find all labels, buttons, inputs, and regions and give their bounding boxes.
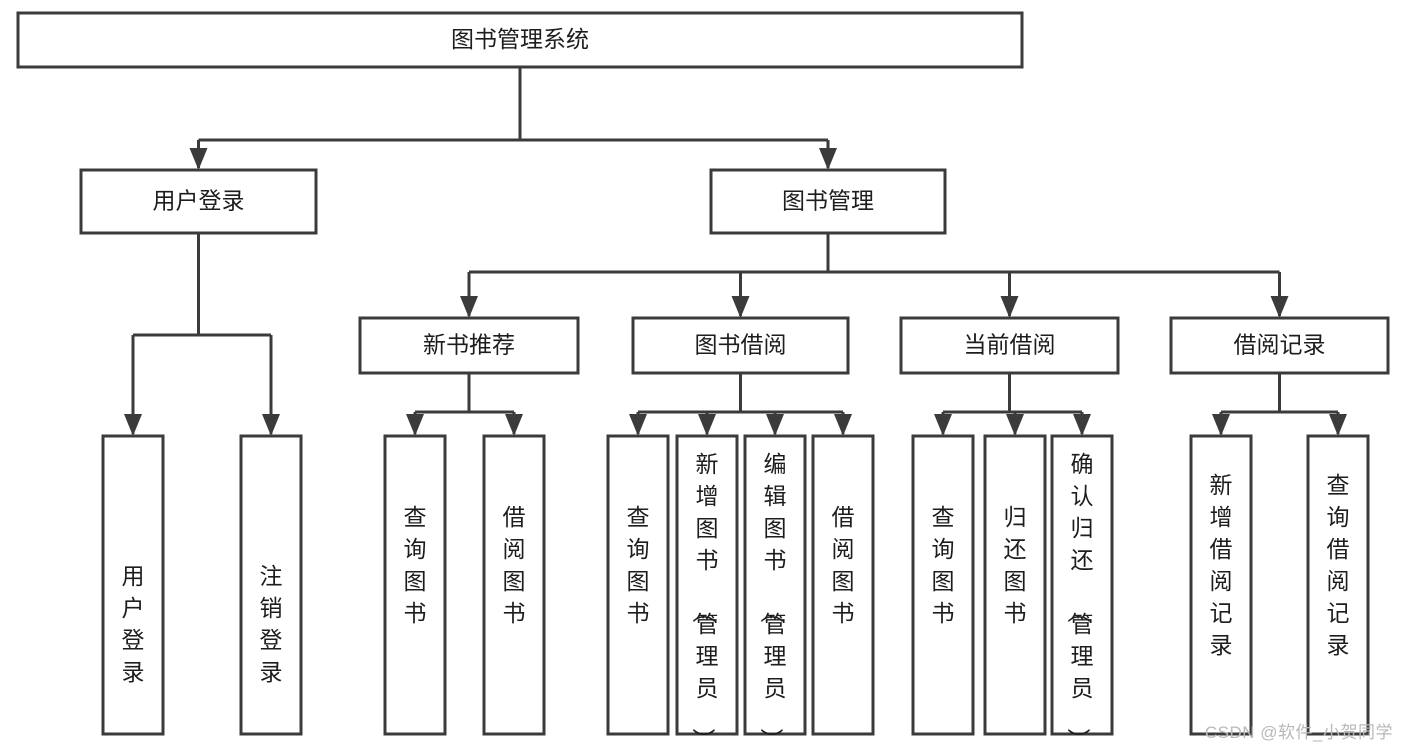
node-box [709, 168, 947, 235]
node-label: 用户登录 [153, 188, 245, 214]
connectors-layer [124, 67, 1347, 436]
node-label: 借阅记录 [1234, 332, 1326, 358]
node-box [239, 434, 303, 736]
node-box [606, 434, 670, 736]
node-box [1306, 434, 1370, 736]
arrow-head-icon [629, 414, 647, 436]
node-leaf-查询借阅记录[interactable]: 查询借阅记录 [1306, 434, 1370, 736]
node-label: 用户登录 [122, 563, 145, 685]
node-label: 新增借阅记录 [1210, 472, 1233, 658]
arrow-head-icon [1006, 414, 1024, 436]
node-label: 确认归还（管理员） [1066, 451, 1094, 747]
node-label: 当前借阅 [964, 332, 1056, 358]
node-leaf-借阅图书[interactable]: 借阅图书 [482, 434, 546, 736]
arrow-head-icon [766, 414, 784, 436]
node-box [911, 434, 975, 736]
node-box [1189, 434, 1253, 736]
node-label: 图书管理系统 [451, 26, 589, 52]
node-leaf-新增图书管理员[interactable]: 新增图书（管理员） [675, 434, 739, 747]
arrow-head-icon [406, 414, 424, 436]
arrow-head-icon [460, 296, 478, 318]
node-label: 借阅图书 [832, 504, 855, 626]
node-box [79, 168, 318, 235]
arrow-head-icon [1000, 296, 1019, 318]
node-box [983, 434, 1047, 736]
node-box [811, 434, 875, 736]
node-label: 编辑图书（管理员） [759, 451, 787, 747]
node-label: 归还图书 [1004, 504, 1027, 626]
node-box [358, 316, 580, 375]
nodes-layer: 图书管理系统用户登录图书管理新书推荐图书借阅当前借阅借阅记录用户登录注销登录查询… [16, 11, 1390, 747]
node-leaf-查询图书[interactable]: 查询图书 [911, 434, 975, 736]
node-box [1050, 434, 1114, 736]
arrow-head-icon [698, 414, 716, 436]
arrow-head-icon [934, 414, 952, 436]
node-box [101, 434, 165, 736]
arrow-head-icon [1073, 414, 1091, 436]
node-leaf-查询图书[interactable]: 查询图书 [383, 434, 447, 736]
node-l3-借阅记录[interactable]: 借阅记录 [1169, 316, 1390, 375]
node-leaf-用户登录[interactable]: 用户登录 [101, 434, 165, 736]
arrow-head-icon [262, 414, 280, 436]
node-leaf-确认归还管理员[interactable]: 确认归还（管理员） [1050, 434, 1114, 747]
node-label: 查询图书 [627, 504, 650, 626]
node-box [482, 434, 546, 736]
node-label: 查询图书 [932, 504, 955, 626]
node-box [1169, 316, 1390, 375]
node-leaf-查询图书[interactable]: 查询图书 [606, 434, 670, 736]
node-root-图书管理系统[interactable]: 图书管理系统 [16, 11, 1024, 69]
node-leaf-注销登录[interactable]: 注销登录 [239, 434, 303, 736]
arrow-head-icon [834, 414, 852, 436]
node-label: 图书借阅 [695, 332, 787, 358]
node-label: 新增图书（管理员） [691, 451, 719, 747]
node-box [16, 11, 1024, 69]
node-box [743, 434, 807, 736]
node-box [675, 434, 739, 736]
node-label: 查询图书 [404, 504, 427, 626]
arrow-head-icon [189, 148, 208, 170]
node-label: 借阅图书 [503, 504, 526, 626]
node-leaf-借阅图书[interactable]: 借阅图书 [811, 434, 875, 736]
node-box [899, 316, 1120, 375]
node-l2-用户登录[interactable]: 用户登录 [79, 168, 318, 235]
node-label: 新书推荐 [423, 332, 515, 358]
arrow-head-icon [505, 414, 523, 436]
node-l3-新书推荐[interactable]: 新书推荐 [358, 316, 580, 375]
node-l3-当前借阅[interactable]: 当前借阅 [899, 316, 1120, 375]
arrow-head-icon [1270, 296, 1289, 318]
csdn-watermark: CSDN @软件_小贺同学 [1204, 723, 1393, 742]
node-label: 注销登录 [260, 563, 283, 685]
arrow-head-icon [819, 148, 837, 170]
node-l3-图书借阅[interactable]: 图书借阅 [631, 316, 850, 375]
node-leaf-新增借阅记录[interactable]: 新增借阅记录 [1189, 434, 1253, 736]
node-box [383, 434, 447, 736]
node-leaf-归还图书[interactable]: 归还图书 [983, 434, 1047, 736]
node-leaf-编辑图书管理员[interactable]: 编辑图书（管理员） [743, 434, 807, 747]
arrow-head-icon [1329, 414, 1347, 436]
arrow-head-icon [1212, 414, 1230, 436]
arrow-head-icon [731, 296, 750, 318]
node-box [631, 316, 850, 375]
node-label: 图书管理 [782, 188, 874, 214]
node-l2-图书管理[interactable]: 图书管理 [709, 168, 947, 235]
arrow-head-icon [124, 414, 142, 436]
node-label: 查询借阅记录 [1327, 472, 1350, 658]
